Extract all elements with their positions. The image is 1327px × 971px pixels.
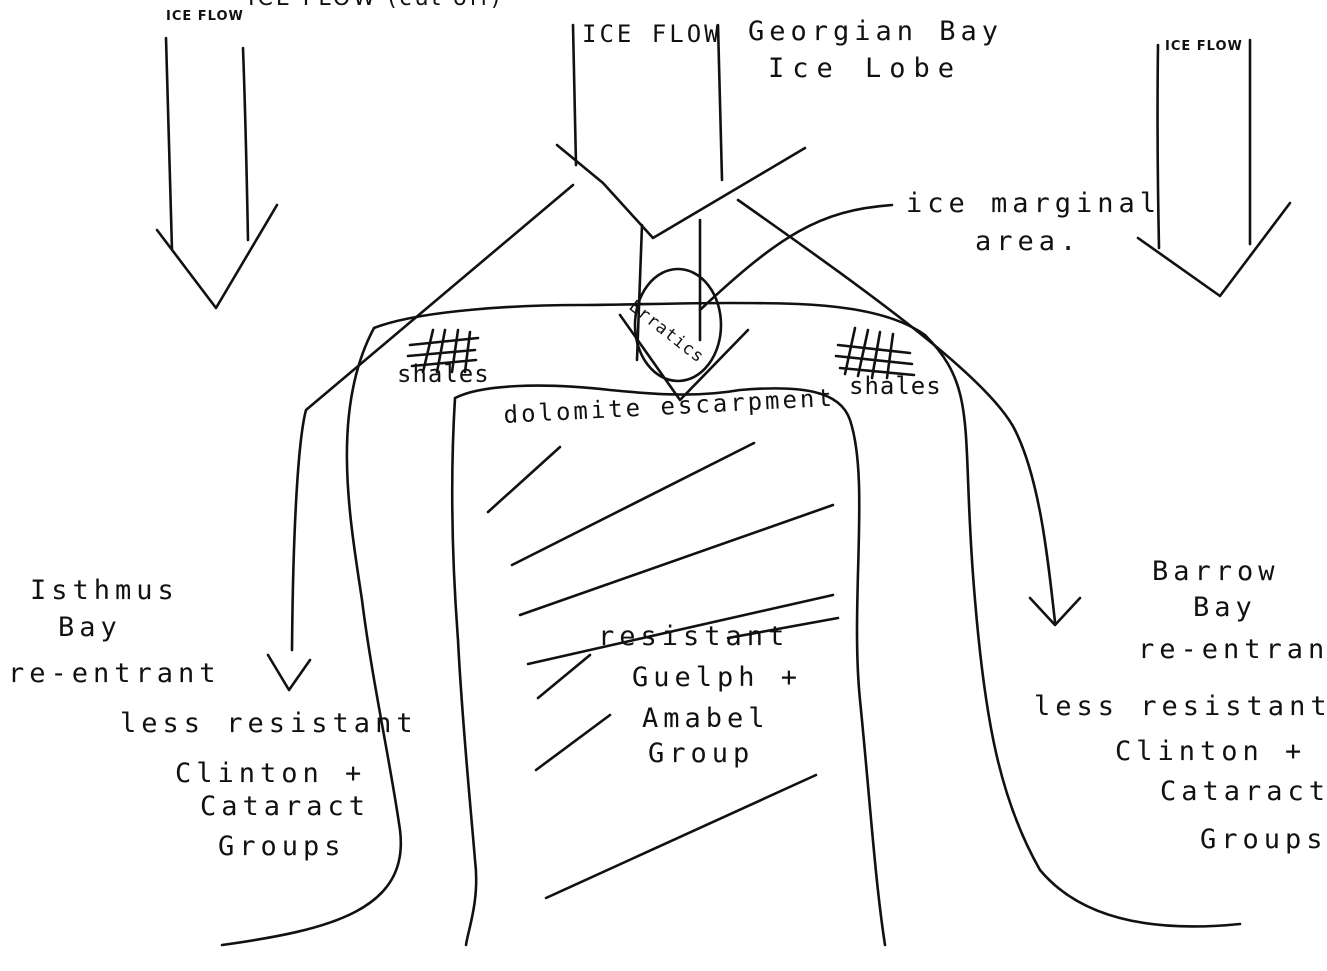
resistant-label: resistant bbox=[598, 623, 789, 650]
isthmus-label: Isthmus bbox=[30, 577, 179, 604]
left-clinton-label: Clinton + bbox=[175, 760, 366, 787]
ice-lobe-left-arrowhead bbox=[268, 655, 310, 690]
left-groups-label: Groups bbox=[218, 833, 346, 860]
left-less-resistant-label: less resistant bbox=[120, 710, 418, 737]
barrow-label: Barrow bbox=[1152, 558, 1280, 585]
shales-right-label: shales bbox=[849, 374, 942, 398]
right-cataract-label: Cataract bbox=[1160, 778, 1327, 805]
shales-left-label: shales bbox=[397, 362, 490, 386]
shale-hatching-right bbox=[836, 328, 914, 378]
top-cut-label: ICE FLOW (cut off) bbox=[248, 0, 503, 10]
right-less-resistant-label: less resistant bbox=[1034, 693, 1327, 720]
ice-flow-right-label: ICE FLOW bbox=[1165, 40, 1243, 53]
right-clinton-label: Clinton + bbox=[1115, 738, 1306, 765]
ice-marginal-pointer bbox=[700, 205, 892, 310]
barrow-reentrant-label: re-entrant bbox=[1138, 636, 1327, 663]
amabel-label: Amabel bbox=[642, 705, 770, 732]
right-ice-flow-arrow bbox=[1138, 40, 1290, 296]
ice-flow-center-label: ICE FLOW bbox=[582, 22, 722, 46]
ice-flow-left-label: ICE FLOW bbox=[166, 10, 244, 23]
barrow-bay-label: Bay bbox=[1193, 594, 1257, 621]
group-label: Group bbox=[648, 740, 754, 767]
ice-marginal-label: ice marginal bbox=[906, 190, 1161, 217]
left-ice-flow-arrow bbox=[157, 38, 277, 308]
ice-lobe-label: Ice Lobe bbox=[768, 55, 962, 82]
left-cataract-label: Cataract bbox=[200, 793, 370, 820]
isthmus-bay-label: Bay bbox=[58, 614, 122, 641]
area-label: area. bbox=[975, 228, 1081, 255]
isthmus-reentrant-label: re-entrant bbox=[8, 660, 221, 687]
right-groups-label: Groups bbox=[1200, 826, 1327, 853]
georgian-bay-label: Georgian Bay bbox=[748, 18, 1003, 45]
guelph-label: Guelph + bbox=[632, 664, 802, 691]
